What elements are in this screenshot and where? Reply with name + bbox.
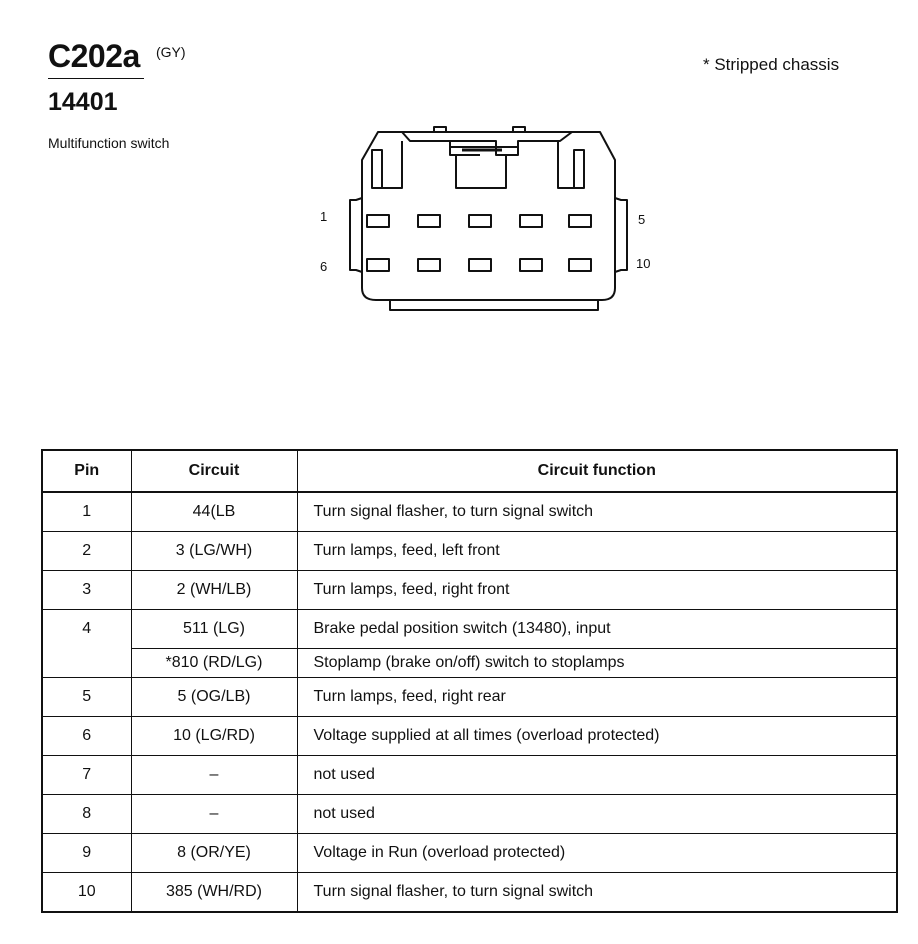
pin-cell: 4 <box>41 609 132 678</box>
connector-top-bump-left <box>433 126 447 132</box>
connector-latch-outline <box>401 131 573 156</box>
header-circuit-function: Circuit function <box>296 450 898 493</box>
title-underline <box>48 78 144 79</box>
table-row: 8 – not used <box>41 794 898 834</box>
component-name: Multifunction switch <box>48 135 170 151</box>
connector-color: (GY) <box>156 44 186 60</box>
function-cell: Voltage supplied at all times (overload … <box>296 716 898 756</box>
pin-cell: 8 <box>41 794 132 834</box>
circuit-cell: 10 (LG/RD) <box>130 716 298 756</box>
function-cell: not used <box>296 755 898 795</box>
stripped-chassis-note: * Stripped chassis <box>703 55 840 74</box>
pin-cavity <box>568 214 592 228</box>
pin-cavity <box>519 258 543 272</box>
pin-cell: 3 <box>41 570 132 610</box>
pin-cell: 2 <box>41 531 132 571</box>
pin-cell: 10 <box>41 872 132 912</box>
pinout-table: Pin Circuit Circuit function 1 44(LB Tur… <box>41 449 898 913</box>
connector-latch-body <box>455 155 507 189</box>
connector-latch <box>449 141 519 148</box>
circuit-cell: 385 (WH/RD) <box>130 872 298 912</box>
circuit-cell: 511 (LG) <box>130 609 298 649</box>
table-row: 10 385 (WH/RD) Turn signal flasher, to t… <box>41 872 898 912</box>
table-header-row: Pin Circuit Circuit function <box>41 450 898 493</box>
pin-cavity <box>417 258 441 272</box>
table-row: *810 (RD/LG) Stoplamp (brake on/off) swi… <box>42 648 898 678</box>
connector-right-tower <box>573 149 585 189</box>
connector-top-bump-right <box>512 126 526 132</box>
table-row: 7 – not used <box>41 755 898 795</box>
table-row: 4 511 (LG) Brake pedal position switch (… <box>41 609 898 678</box>
function-cell: Turn signal flasher, to turn signal swit… <box>296 491 898 532</box>
function-cell: Turn signal flasher, to turn signal swit… <box>296 872 898 912</box>
function-cell: Brake pedal position switch (13480), inp… <box>296 609 898 649</box>
header-circuit: Circuit <box>130 450 298 493</box>
connector-left-tower <box>371 149 383 189</box>
pin-label-5: 5 <box>638 212 645 227</box>
pin-cell: 6 <box>41 716 132 756</box>
pin-cavity <box>568 258 592 272</box>
table-row: 1 44(LB Turn signal flasher, to turn sig… <box>41 491 898 532</box>
part-number: 14401 <box>48 88 118 116</box>
pin-label-1: 1 <box>320 209 327 224</box>
pin-cell: 7 <box>41 755 132 795</box>
table-row: 6 10 (LG/RD) Voltage supplied at all tim… <box>41 716 898 756</box>
function-cell: not used <box>296 794 898 834</box>
connector-face-diagram: 1 5 6 10 <box>320 126 650 311</box>
table-row: 5 5 (OG/LB) Turn lamps, feed, right rear <box>41 677 898 717</box>
function-cell: Turn lamps, feed, right front <box>296 570 898 610</box>
header-pin: Pin <box>41 450 132 493</box>
pin-cavity <box>366 258 390 272</box>
pin-cavity <box>519 214 543 228</box>
connector-right-rib <box>614 197 628 273</box>
function-cell: Turn lamps, feed, right rear <box>296 677 898 717</box>
connector-left-rib <box>349 197 363 273</box>
circuit-cell: – <box>130 794 298 834</box>
table-row: 3 2 (WH/LB) Turn lamps, feed, right fron… <box>41 570 898 610</box>
circuit-cell: *810 (RD/LG) <box>130 648 298 678</box>
pin-cavity <box>366 214 390 228</box>
pin-cell: 5 <box>41 677 132 717</box>
pin-label-10: 10 <box>636 256 650 271</box>
circuit-cell: 2 (WH/LB) <box>130 570 298 610</box>
pin-cavity <box>417 214 441 228</box>
function-cell: Turn lamps, feed, left front <box>296 531 898 571</box>
connector-outline <box>361 131 616 301</box>
table-row: 9 8 (OR/YE) Voltage in Run (overload pro… <box>41 833 898 873</box>
connector-id: C202a <box>48 38 140 74</box>
function-cell: Stoplamp (brake on/off) switch to stopla… <box>296 648 898 678</box>
pin-cavity <box>468 214 492 228</box>
pin-label-6: 6 <box>320 259 327 274</box>
circuit-cell: 3 (LG/WH) <box>130 531 298 571</box>
function-cell: Voltage in Run (overload protected) <box>296 833 898 873</box>
connector-bottom-key <box>389 300 599 311</box>
table-row: 2 3 (LG/WH) Turn lamps, feed, left front <box>41 531 898 571</box>
circuit-cell: 44(LB <box>130 491 298 532</box>
circuit-cell: 5 (OG/LB) <box>130 677 298 717</box>
pin-cavity <box>468 258 492 272</box>
circuit-cell: – <box>130 755 298 795</box>
pin-cell: 9 <box>41 833 132 873</box>
circuit-cell: 8 (OR/YE) <box>130 833 298 873</box>
pin-cell: 1 <box>41 491 132 532</box>
